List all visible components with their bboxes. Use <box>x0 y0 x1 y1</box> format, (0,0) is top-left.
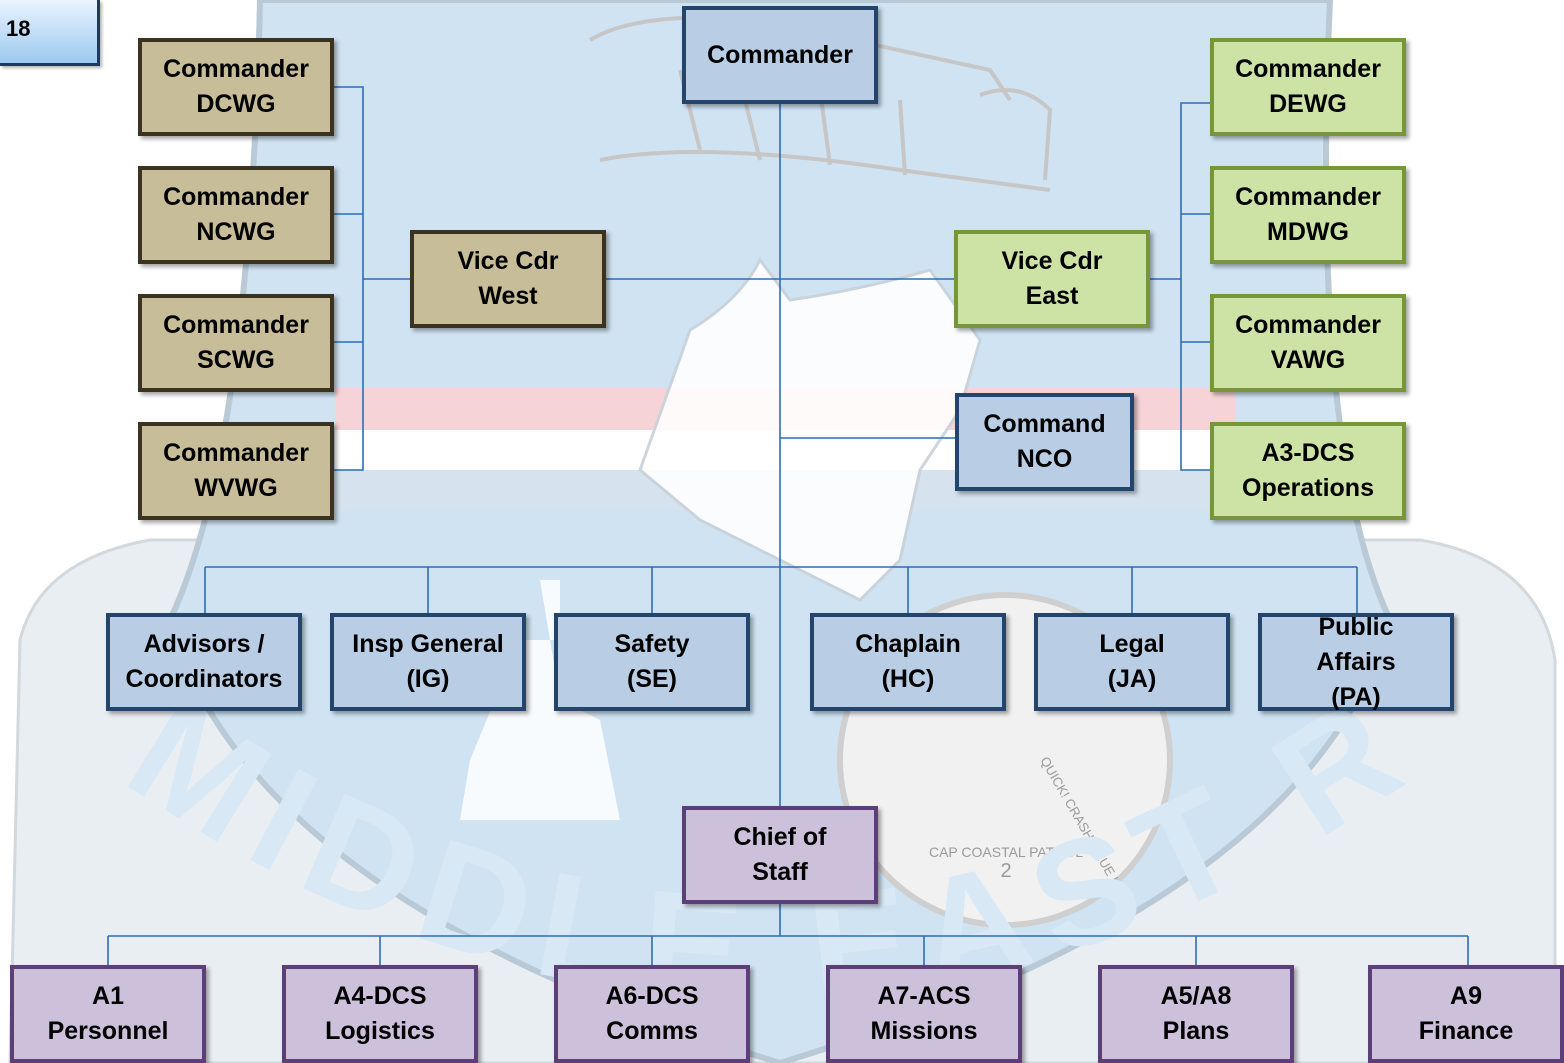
directorate-bus-line <box>107 904 1469 965</box>
east-bracket-line <box>1150 102 1210 471</box>
west-bracket-line <box>334 86 410 471</box>
commander-label: Commander <box>707 40 853 69</box>
special-staff-bus-line <box>204 566 1358 613</box>
legal-box: Legal(JA) <box>1034 613 1230 711</box>
patch-label-text: CAP COASTAL PATROL <box>929 844 1083 860</box>
chaplain-box: Chaplain(HC) <box>810 613 1006 711</box>
inspector-general-box: Insp General(IG) <box>330 613 526 711</box>
safety-box: Safety(SE) <box>554 613 750 711</box>
advisors-coordinators-box: Advisors /Coordinators <box>106 613 302 711</box>
patch-number-text: 2 <box>1000 860 1011 882</box>
commander-box: Commander <box>682 6 878 104</box>
map-silhouette <box>638 257 982 602</box>
page-number: 18 <box>0 0 100 66</box>
